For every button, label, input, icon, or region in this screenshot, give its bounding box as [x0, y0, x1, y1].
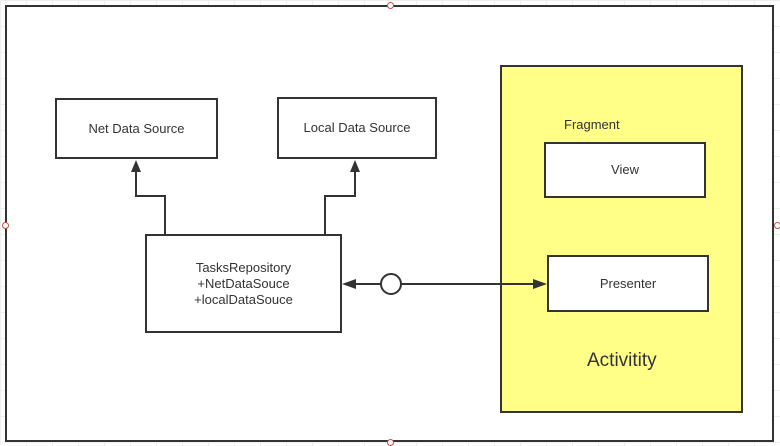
tasks-repository-title: TasksRepository	[195, 259, 292, 275]
connector-repo-to-local[interactable]	[324, 170, 356, 234]
connector-repo-to-net[interactable]	[135, 170, 166, 234]
resize-handle-left[interactable]	[2, 222, 9, 229]
activity-container[interactable]	[500, 65, 743, 413]
arrowhead-to-presenter	[533, 279, 547, 289]
arrowhead-net	[131, 160, 141, 172]
resize-handle-right[interactable]	[774, 222, 780, 229]
net-data-source-box[interactable]: Net Data Source	[55, 98, 218, 159]
presenter-box[interactable]: Presenter	[547, 255, 709, 312]
tasks-repository-box[interactable]: TasksRepository +NetDataSouce +localData…	[145, 234, 342, 333]
view-label: View	[611, 162, 639, 177]
tasks-repository-field-local: +localDataSouce	[194, 291, 293, 307]
resize-handle-top[interactable]	[387, 2, 394, 9]
activity-label: Activitity	[587, 350, 657, 371]
arrowhead-local	[350, 160, 360, 172]
local-data-source-box[interactable]: Local Data Source	[277, 97, 437, 159]
fragment-label: Fragment	[564, 117, 620, 132]
tasks-repository-field-net: +NetDataSouce	[197, 275, 290, 291]
arrowhead-to-repository	[342, 279, 356, 289]
net-data-source-label: Net Data Source	[88, 120, 185, 136]
interface-circle[interactable]	[380, 273, 402, 295]
view-box[interactable]: View	[544, 142, 706, 198]
presenter-label: Presenter	[599, 275, 657, 291]
local-data-source-label: Local Data Source	[303, 120, 411, 135]
